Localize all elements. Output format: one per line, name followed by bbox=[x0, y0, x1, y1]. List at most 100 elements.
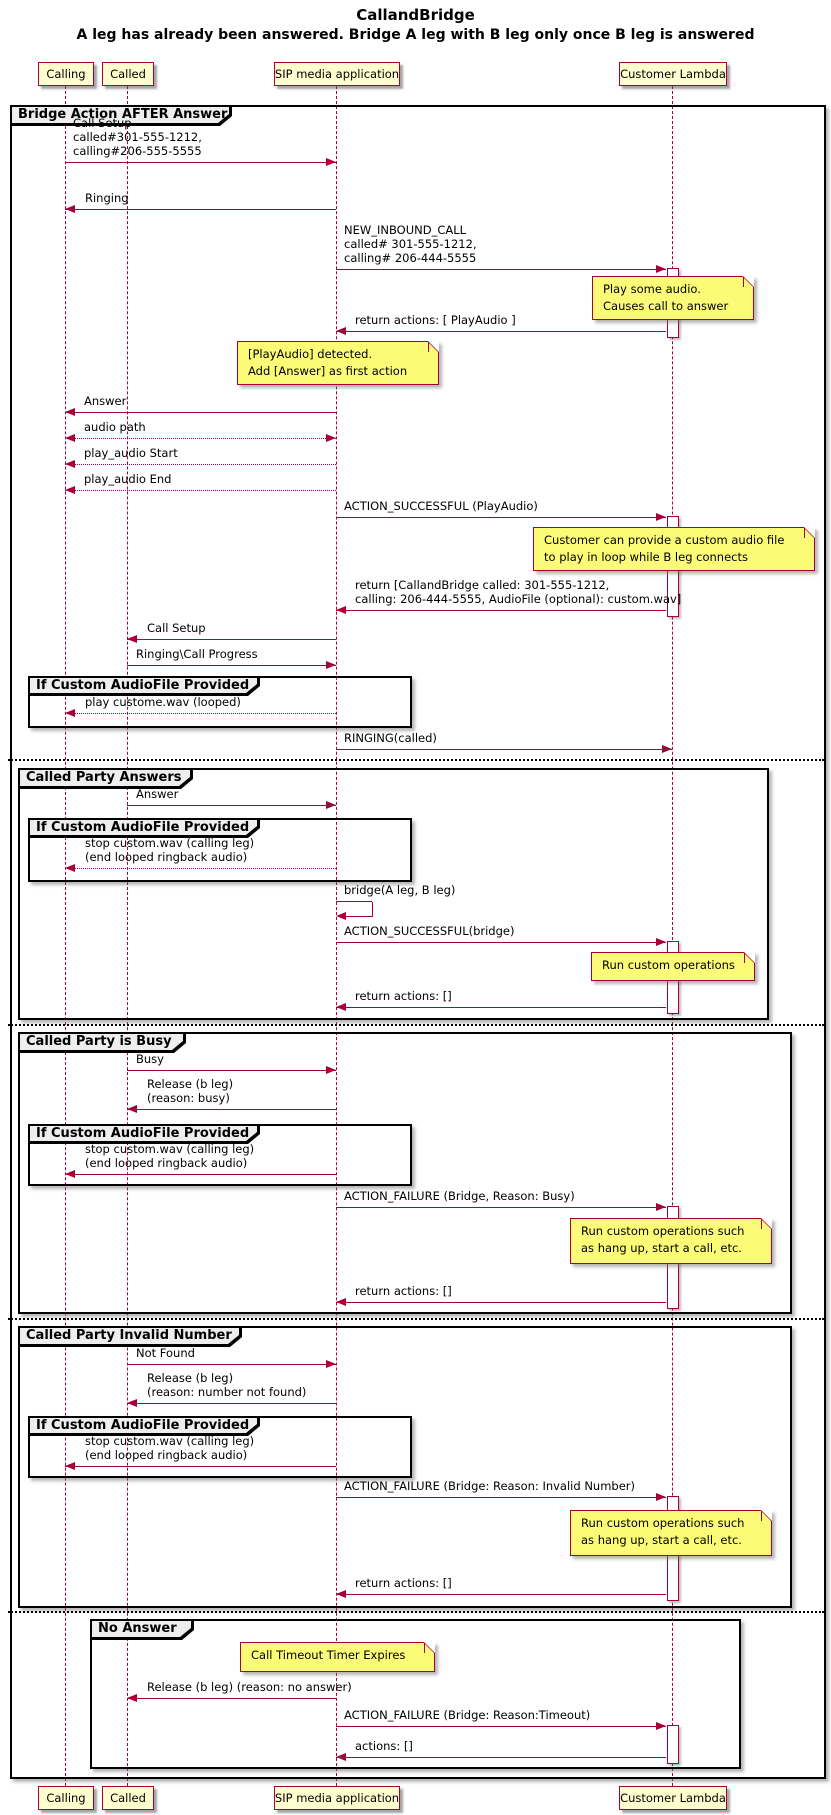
message-label: (end looped ringback audio) bbox=[85, 1448, 248, 1462]
message-label: stop custom.wav (calling leg) bbox=[85, 1434, 255, 1448]
frame-tab-fill bbox=[20, 1034, 183, 1050]
message-arrow bbox=[65, 438, 336, 439]
message-label: (reason: number not found) bbox=[147, 1385, 307, 1399]
lifeline bbox=[672, 86, 673, 1786]
message-arrow bbox=[65, 412, 336, 413]
frame-tab: If Custom AudioFile Provided bbox=[28, 1124, 260, 1144]
message-arrow bbox=[336, 1302, 666, 1303]
note: Call Timeout Timer Expires bbox=[240, 1642, 435, 1672]
section-separator bbox=[8, 1318, 824, 1320]
participant-label: Calling bbox=[46, 67, 86, 81]
frame: If Custom AudioFile Provided bbox=[28, 676, 412, 728]
activation-bar bbox=[667, 1725, 679, 1764]
message-arrow bbox=[336, 1497, 666, 1498]
participant-label: SIP media application bbox=[274, 67, 400, 81]
note-text: to play in loop while B leg connects bbox=[544, 550, 748, 564]
message-arrow bbox=[336, 610, 666, 611]
message-arrow bbox=[127, 805, 336, 806]
message-arrow bbox=[336, 1594, 666, 1595]
frame: If Custom AudioFile Provided bbox=[28, 818, 412, 882]
note-text: Run custom operations bbox=[602, 958, 735, 972]
message-label: Ringing bbox=[85, 191, 129, 205]
self-message-arrow bbox=[336, 901, 372, 902]
frame-tab-fill bbox=[12, 107, 229, 123]
message-arrow bbox=[65, 1466, 336, 1467]
note: [PlayAudio] detected.Add [Answer] as fir… bbox=[237, 341, 439, 385]
note-text: Call Timeout Timer Expires bbox=[251, 1648, 406, 1662]
arrowhead-left-icon bbox=[336, 1752, 346, 1761]
frame-tab: No Answer bbox=[90, 1619, 194, 1640]
message-label: ACTION_FAILURE (Bridge: Reason:Timeout) bbox=[344, 1708, 591, 1722]
message-label: play custome.wav (looped) bbox=[85, 695, 241, 709]
note-text: Add [Answer] as first action bbox=[248, 364, 408, 378]
frame-tab-fill bbox=[30, 1418, 257, 1433]
message-arrow bbox=[65, 209, 336, 210]
note-text: Causes call to answer bbox=[603, 299, 729, 313]
message-label: Release (b leg) bbox=[147, 1077, 234, 1091]
note-text: Run custom operations such bbox=[581, 1224, 745, 1238]
message-arrow bbox=[65, 868, 336, 869]
section-separator bbox=[8, 759, 824, 761]
arrowhead-left-icon bbox=[65, 204, 75, 213]
message-arrow bbox=[127, 1698, 336, 1699]
participant-box: Customer Lambda bbox=[619, 1786, 727, 1810]
frame: Called Party is Busy bbox=[18, 1032, 792, 1314]
arrowhead-right-icon bbox=[326, 433, 336, 442]
message-label: return [CallandBridge called: 301-555-12… bbox=[355, 578, 610, 592]
note-text: Run custom operations such bbox=[581, 1516, 745, 1530]
frame: If Custom AudioFile Provided bbox=[28, 1416, 412, 1478]
message-label: audio path bbox=[84, 420, 146, 434]
note-fold-inner-icon bbox=[744, 278, 753, 287]
message-label: ACTION_SUCCESSFUL (PlayAudio) bbox=[344, 499, 538, 513]
message-arrow bbox=[336, 269, 666, 270]
message-label: calling#206-555-5555 bbox=[73, 144, 202, 158]
arrowhead-left-icon bbox=[65, 863, 75, 872]
frame-label: Bridge Action AFTER Answer bbox=[18, 107, 228, 122]
message-label: return actions: [ PlayAudio ] bbox=[355, 313, 516, 327]
note-fold-inner-icon bbox=[425, 1644, 434, 1653]
message-label: bridge(A leg, B leg) bbox=[344, 883, 456, 897]
message-label: calling# 206-444-5555 bbox=[344, 251, 477, 265]
frame-label: No Answer bbox=[98, 1621, 177, 1636]
arrowhead-left-icon bbox=[127, 1693, 137, 1702]
frame-tab-fill bbox=[30, 678, 257, 693]
message-label: (reason: busy) bbox=[147, 1091, 230, 1105]
self-message-arrow bbox=[372, 902, 373, 917]
participant-box: SIP media application bbox=[274, 1786, 400, 1810]
message-arrow bbox=[336, 517, 666, 518]
arrowhead-left-icon bbox=[127, 1104, 137, 1113]
frame-tab: Called Party Invalid Number bbox=[18, 1326, 242, 1347]
message-arrow bbox=[336, 1007, 666, 1008]
arrowhead-left-icon bbox=[65, 433, 75, 442]
frame-tab: If Custom AudioFile Provided bbox=[28, 676, 260, 696]
frame: Bridge Action AFTER Answer bbox=[10, 105, 826, 1779]
frame-tab-fill bbox=[30, 820, 257, 835]
arrowhead-right-icon bbox=[326, 157, 336, 166]
frame-label: If Custom AudioFile Provided bbox=[36, 678, 250, 693]
note-text: Customer can provide a custom audio file bbox=[544, 533, 785, 547]
arrowhead-left-icon bbox=[336, 1002, 346, 1011]
arrowhead-right-icon bbox=[656, 937, 666, 946]
frame-tab: Called Party Answers bbox=[18, 768, 193, 789]
message-label: Not Found bbox=[136, 1346, 195, 1360]
arrowhead-left-icon bbox=[336, 605, 346, 614]
message-arrow bbox=[65, 162, 336, 163]
participant-label: Called bbox=[110, 67, 146, 81]
frame-tab-fill bbox=[20, 770, 190, 786]
message-arrow bbox=[336, 942, 666, 943]
note-text: Play some audio. bbox=[603, 282, 701, 296]
participant-box: Called bbox=[102, 62, 154, 86]
arrowhead-right-icon bbox=[656, 264, 666, 273]
message-arrow bbox=[65, 713, 336, 714]
message-arrow bbox=[65, 464, 336, 465]
section-separator bbox=[8, 1611, 824, 1613]
message-label: (end looped ringback audio) bbox=[85, 850, 248, 864]
arrowhead-left-icon bbox=[336, 326, 346, 335]
arrowhead-left-icon bbox=[65, 1169, 75, 1178]
message-label: calling: 206-444-5555, AudioFile (option… bbox=[355, 592, 682, 606]
message-arrow bbox=[127, 1403, 336, 1404]
frame-tab: Bridge Action AFTER Answer bbox=[10, 105, 232, 126]
